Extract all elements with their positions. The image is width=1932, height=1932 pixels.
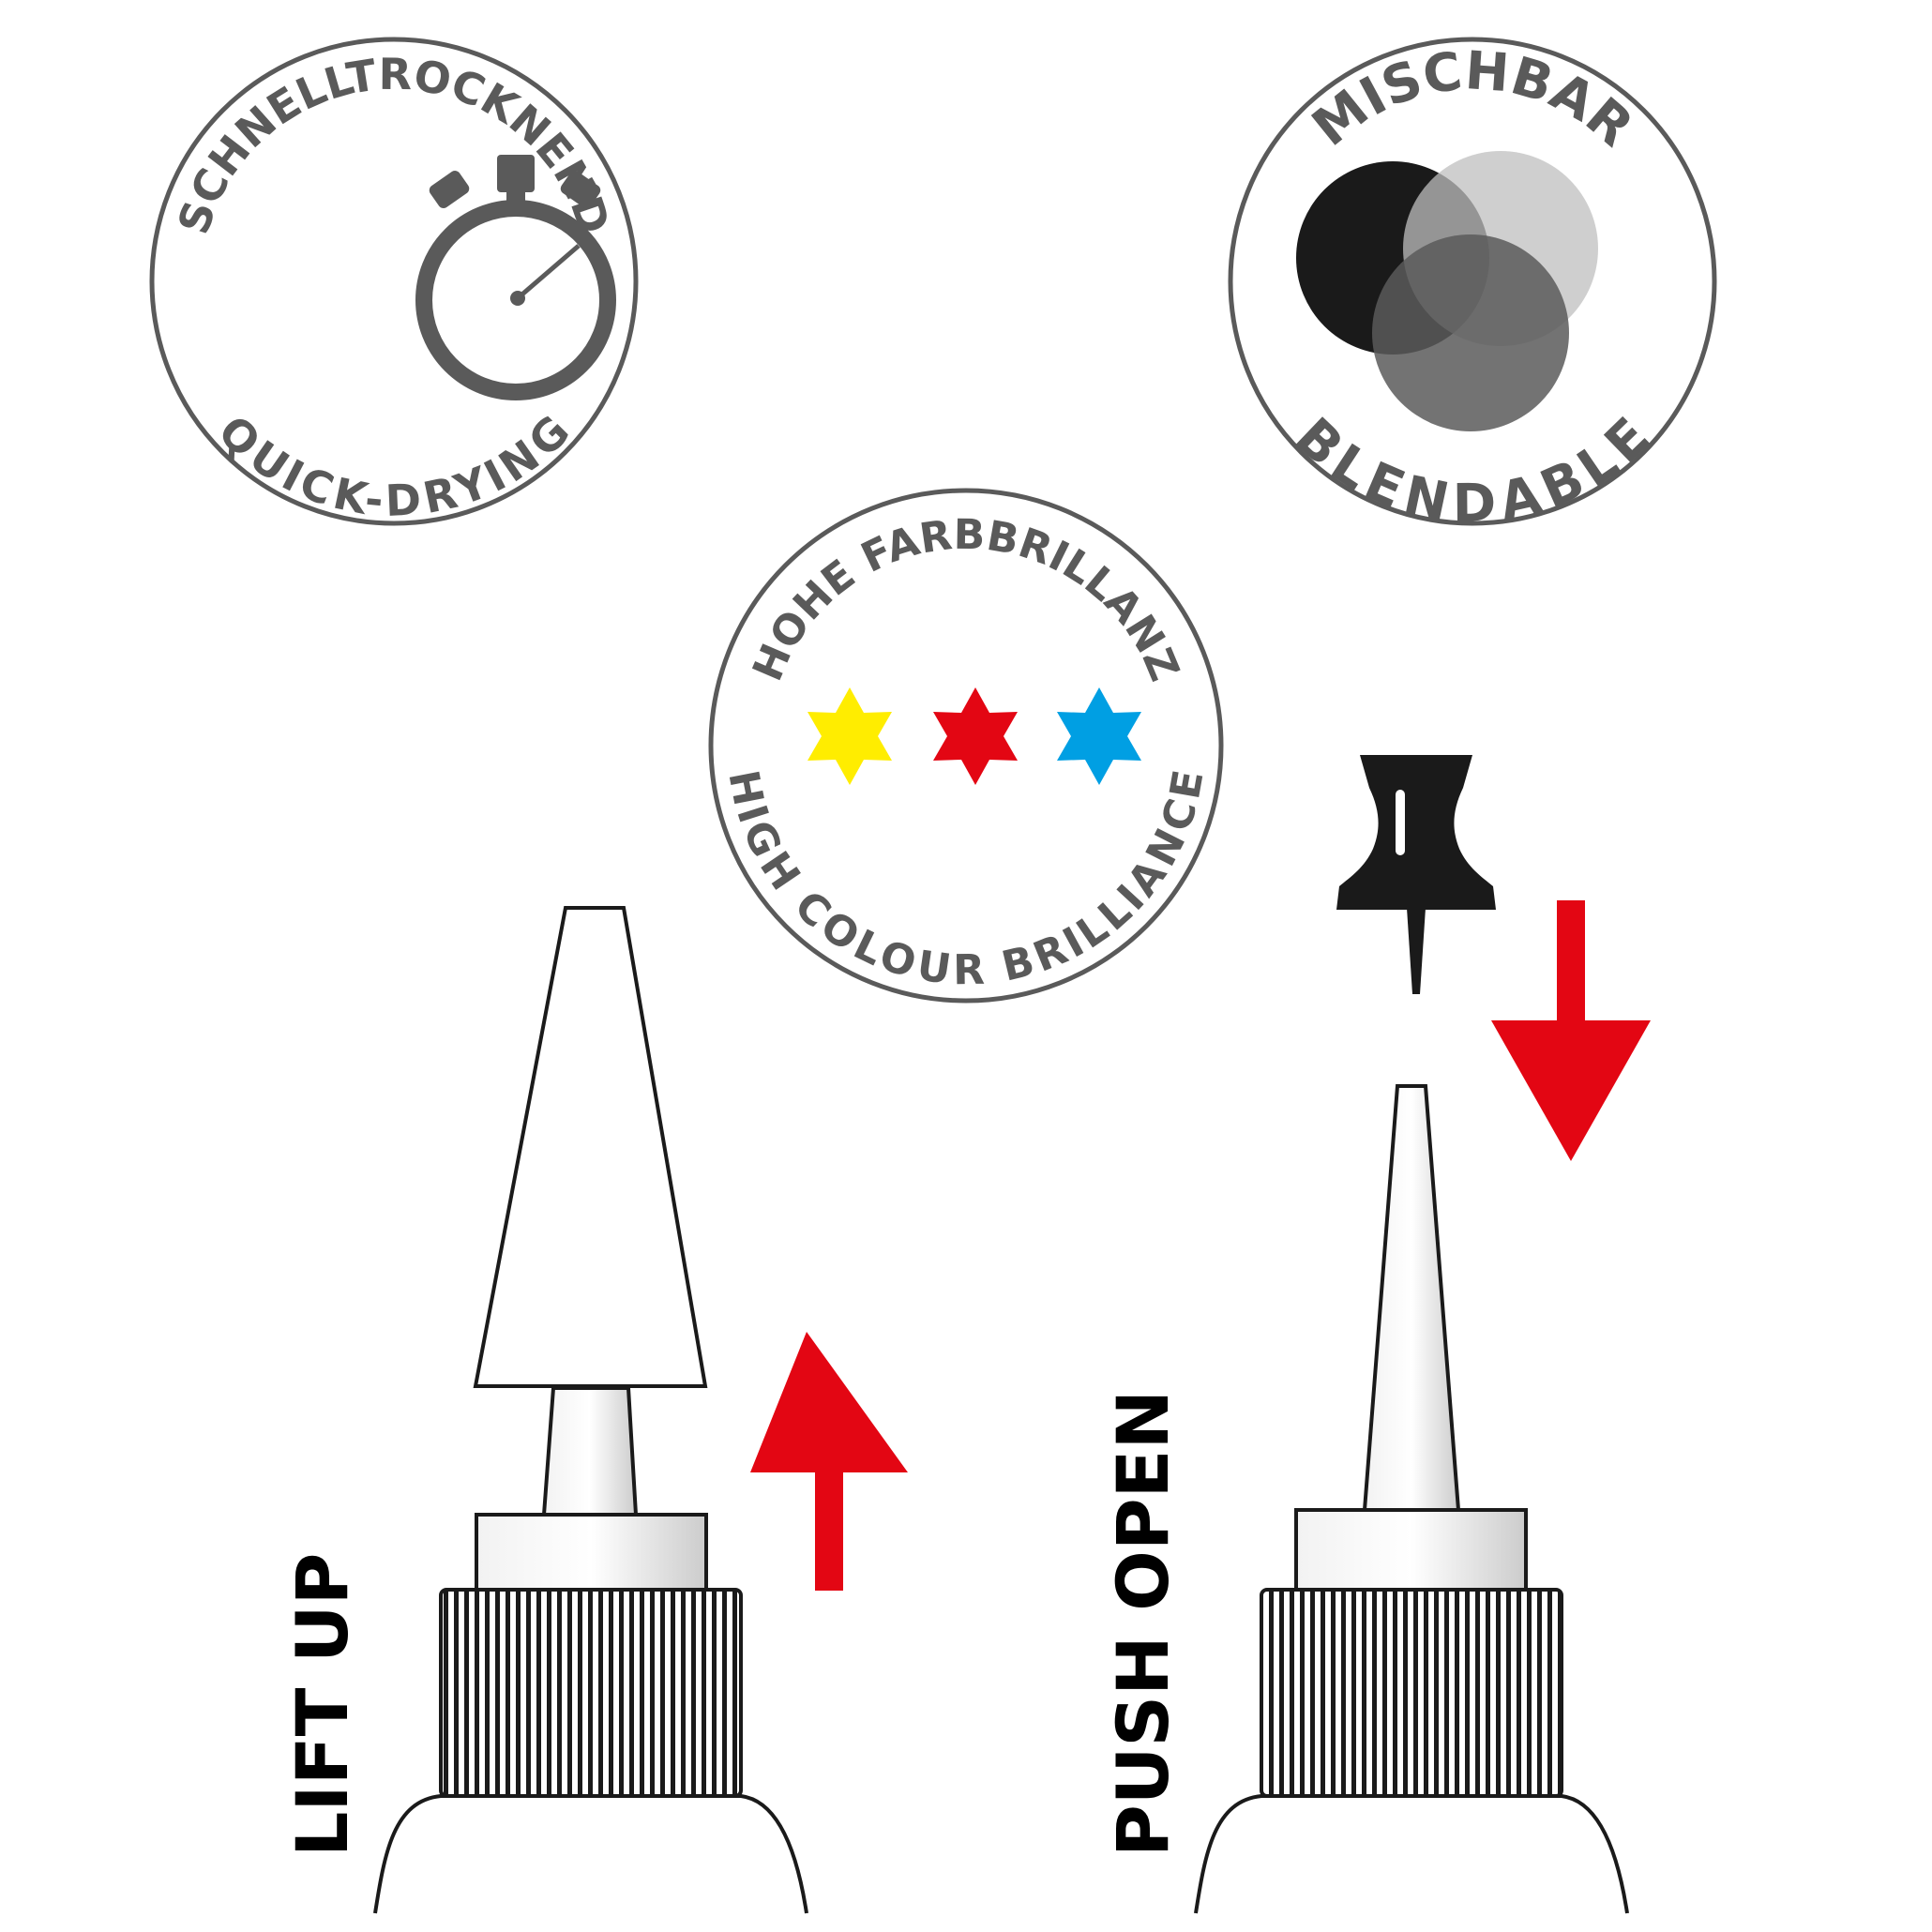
bottle-shoulder — [373, 1794, 808, 1914]
brilliance-badge: HOHE FARBBRILLANZ HIGH COLOUR BRILLIANCE — [708, 488, 1224, 1004]
badge-ring — [1228, 37, 1717, 526]
bottle-cap-open — [1194, 1084, 1629, 1914]
knurled-cap — [439, 1588, 743, 1798]
cap-collar — [1294, 1508, 1528, 1592]
push-pin-icon — [1336, 755, 1496, 994]
badge-top-text: HOHE FARBBRILLANZ — [744, 511, 1188, 688]
blendable-badge: MISCHBAR BLENDABLE — [1228, 37, 1717, 535]
stars-icon — [808, 687, 1141, 785]
arrow-up-icon — [750, 1332, 908, 1591]
quick-drying-badge: SCHNELLTROCKNEND QUICK-DRYING — [149, 37, 639, 526]
bottle-cap-lifted — [373, 906, 808, 1914]
overlapping-circles-icon — [1296, 151, 1598, 431]
yellow-star-icon — [808, 687, 892, 785]
red-star-icon — [933, 687, 1018, 785]
bottle-shoulder — [1194, 1794, 1629, 1914]
nozzle-tip-cover — [473, 906, 708, 1388]
stopwatch-icon — [415, 155, 616, 400]
badge-ring — [149, 37, 639, 526]
knurled-cap — [1260, 1588, 1563, 1798]
badge-ring — [708, 488, 1224, 1004]
cap-collar — [475, 1513, 708, 1592]
badge-bottom-text: QUICK-DRYING — [208, 405, 579, 526]
push-open-label: PUSH OPEN — [1101, 1390, 1185, 1857]
blue-star-icon — [1057, 687, 1141, 785]
badge-top-text: MISCHBAR — [1302, 40, 1645, 158]
arrow-down-icon — [1491, 900, 1651, 1161]
badge-bottom-text: HIGH COLOUR BRILLIANCE — [718, 766, 1213, 994]
nozzle-spout — [1362, 1084, 1461, 1512]
nozzle-stem — [541, 1386, 639, 1517]
lift-up-label: LIFT UP — [280, 1553, 364, 1857]
